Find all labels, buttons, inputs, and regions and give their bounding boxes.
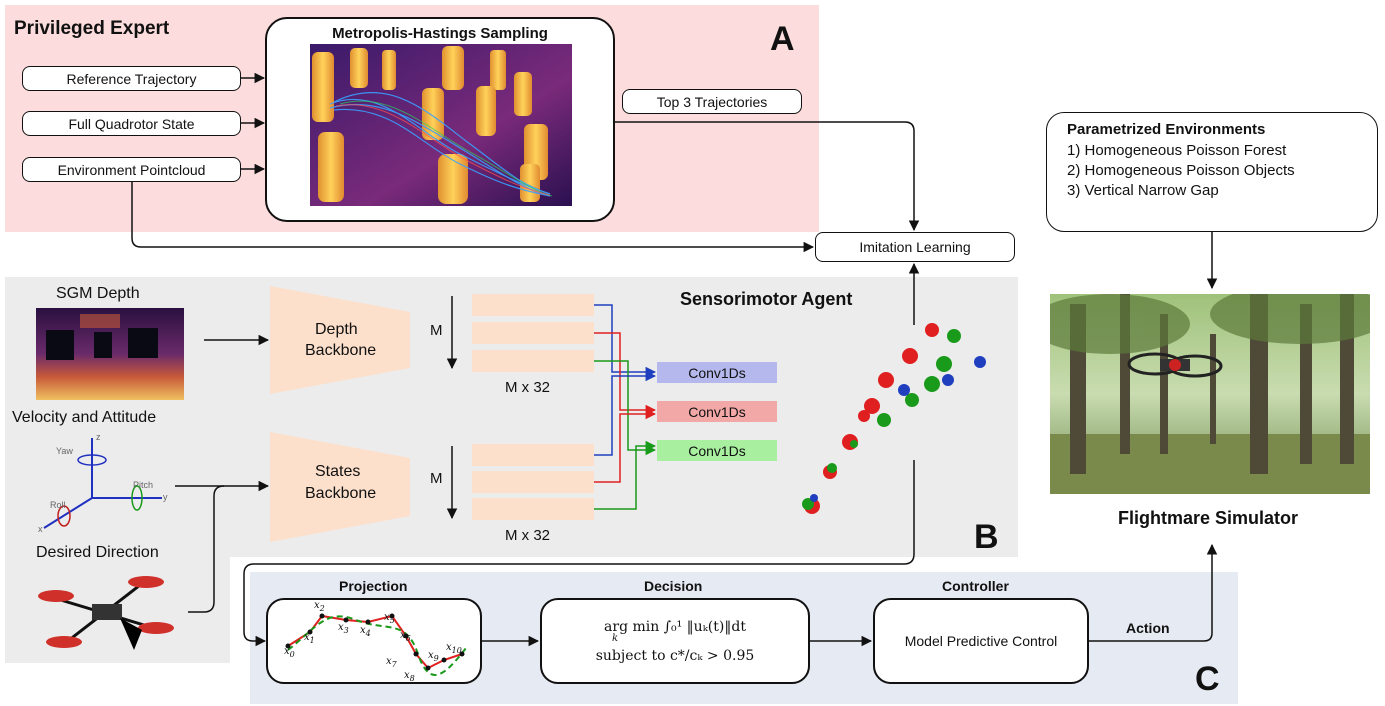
states-backbone-label-line1: States [315,463,361,480]
decision-title: Decision [644,578,703,594]
pointcloud-visualization [310,44,572,206]
z-axis-label: z [96,432,101,442]
sgm-depth-image [36,308,184,400]
states-backbone-shape [270,432,410,542]
point-x6: x6 [400,630,411,643]
sensorimotor-agent-title: Sensorimotor Agent [680,289,853,309]
point-x5: x5 [384,612,395,625]
top-3-trajectories: Top 3 Trajectories [622,89,802,114]
state-feature-shape: M x 32 [505,527,551,544]
depth-backbone-label-line2: Backbone [305,342,377,359]
point-x0: x0 [284,646,295,659]
section-b-letter: B [974,518,999,556]
mpc-box: Model Predictive Control [873,598,1089,684]
projection-box [266,598,482,684]
metropolis-hastings-title: Metropolis-Hastings Sampling [332,25,548,42]
point-x1: x1 [304,632,315,645]
m-label-states: M [430,470,443,487]
section-c-letter: C [1195,660,1220,698]
attitude-axes-diagram [43,438,162,529]
yaw-label: Yaw [56,446,73,456]
desired-direction-label: Desired Direction [36,544,159,561]
roll-label: Roll [50,500,66,510]
velocity-attitude-label: Velocity and Attitude [12,409,157,426]
environment-item: 3) Vertical Narrow Gap [1067,182,1219,199]
racing-drone-icon [38,576,174,650]
depth-feature-3 [472,350,594,372]
states-backbone-label-line2: Backbone [305,485,377,502]
point-x7: x7 [386,656,397,669]
depth-backbone-label-line1: Depth [315,321,358,338]
environment-item: 2) Homogeneous Poisson Objects [1067,162,1295,179]
projection-title: Projection [339,578,408,594]
state-feature-3 [472,498,594,520]
point-x9: x9 [428,650,439,663]
decision-objective: arg min ∫₀¹ ‖uₖ(t)‖dt [604,618,746,635]
conv1d-blue: Conv1Ds [657,362,777,383]
depth-feature-1 [472,294,594,316]
decision-box: arg min ∫₀¹ ‖uₖ(t)‖dt k subject to c*/cₖ… [540,598,810,684]
point-x2: x2 [314,600,325,613]
parametrized-environments-box: Parametrized Environments 1) Homogeneous… [1046,112,1378,232]
y-axis-label: y [163,492,168,502]
decision-subscript: k [611,632,619,644]
projection-curve [285,613,467,676]
depth-backbone-shape [270,286,410,394]
action-label: Action [1126,620,1170,636]
controller-title: Controller [942,578,1009,594]
sgm-depth-label: SGM Depth [56,285,140,302]
point-x10: x10 [446,642,462,655]
point-x3: x3 [338,622,349,635]
depth-feature-shape: M x 32 [505,379,551,396]
input-environment-pointcloud: Environment Pointcloud [22,157,241,182]
input-full-quadrotor-state: Full Quadrotor State [22,111,241,136]
imitation-learning-box: Imitation Learning [815,232,1015,262]
privileged-expert-title: Privileged Expert [14,18,170,39]
point-x8: x8 [404,670,415,683]
environments-title: Parametrized Environments [1067,121,1266,138]
conv1d-red: Conv1Ds [657,401,777,422]
point-x4: x4 [360,625,371,638]
state-feature-2 [472,471,594,493]
conv1d-green: Conv1Ds [657,440,777,461]
x-axis-label: x [38,524,43,534]
input-reference-trajectory: Reference Trajectory [22,66,241,91]
depth-feature-2 [472,322,594,344]
environment-item: 1) Homogeneous Poisson Forest [1067,142,1287,159]
forest-simulation-image [1050,294,1370,494]
quadrotor-drone-icon [1127,352,1223,378]
drone-trajectory-illustration [802,323,986,514]
flightmare-simulator-title: Flightmare Simulator [1118,508,1299,528]
state-feature-1 [472,444,594,466]
section-a-letter: A [770,20,795,58]
pitch-label: Pitch [133,480,154,490]
decision-constraint: subject to c*/cₖ > 0.95 [595,647,755,664]
m-label-depth: M [430,322,443,339]
